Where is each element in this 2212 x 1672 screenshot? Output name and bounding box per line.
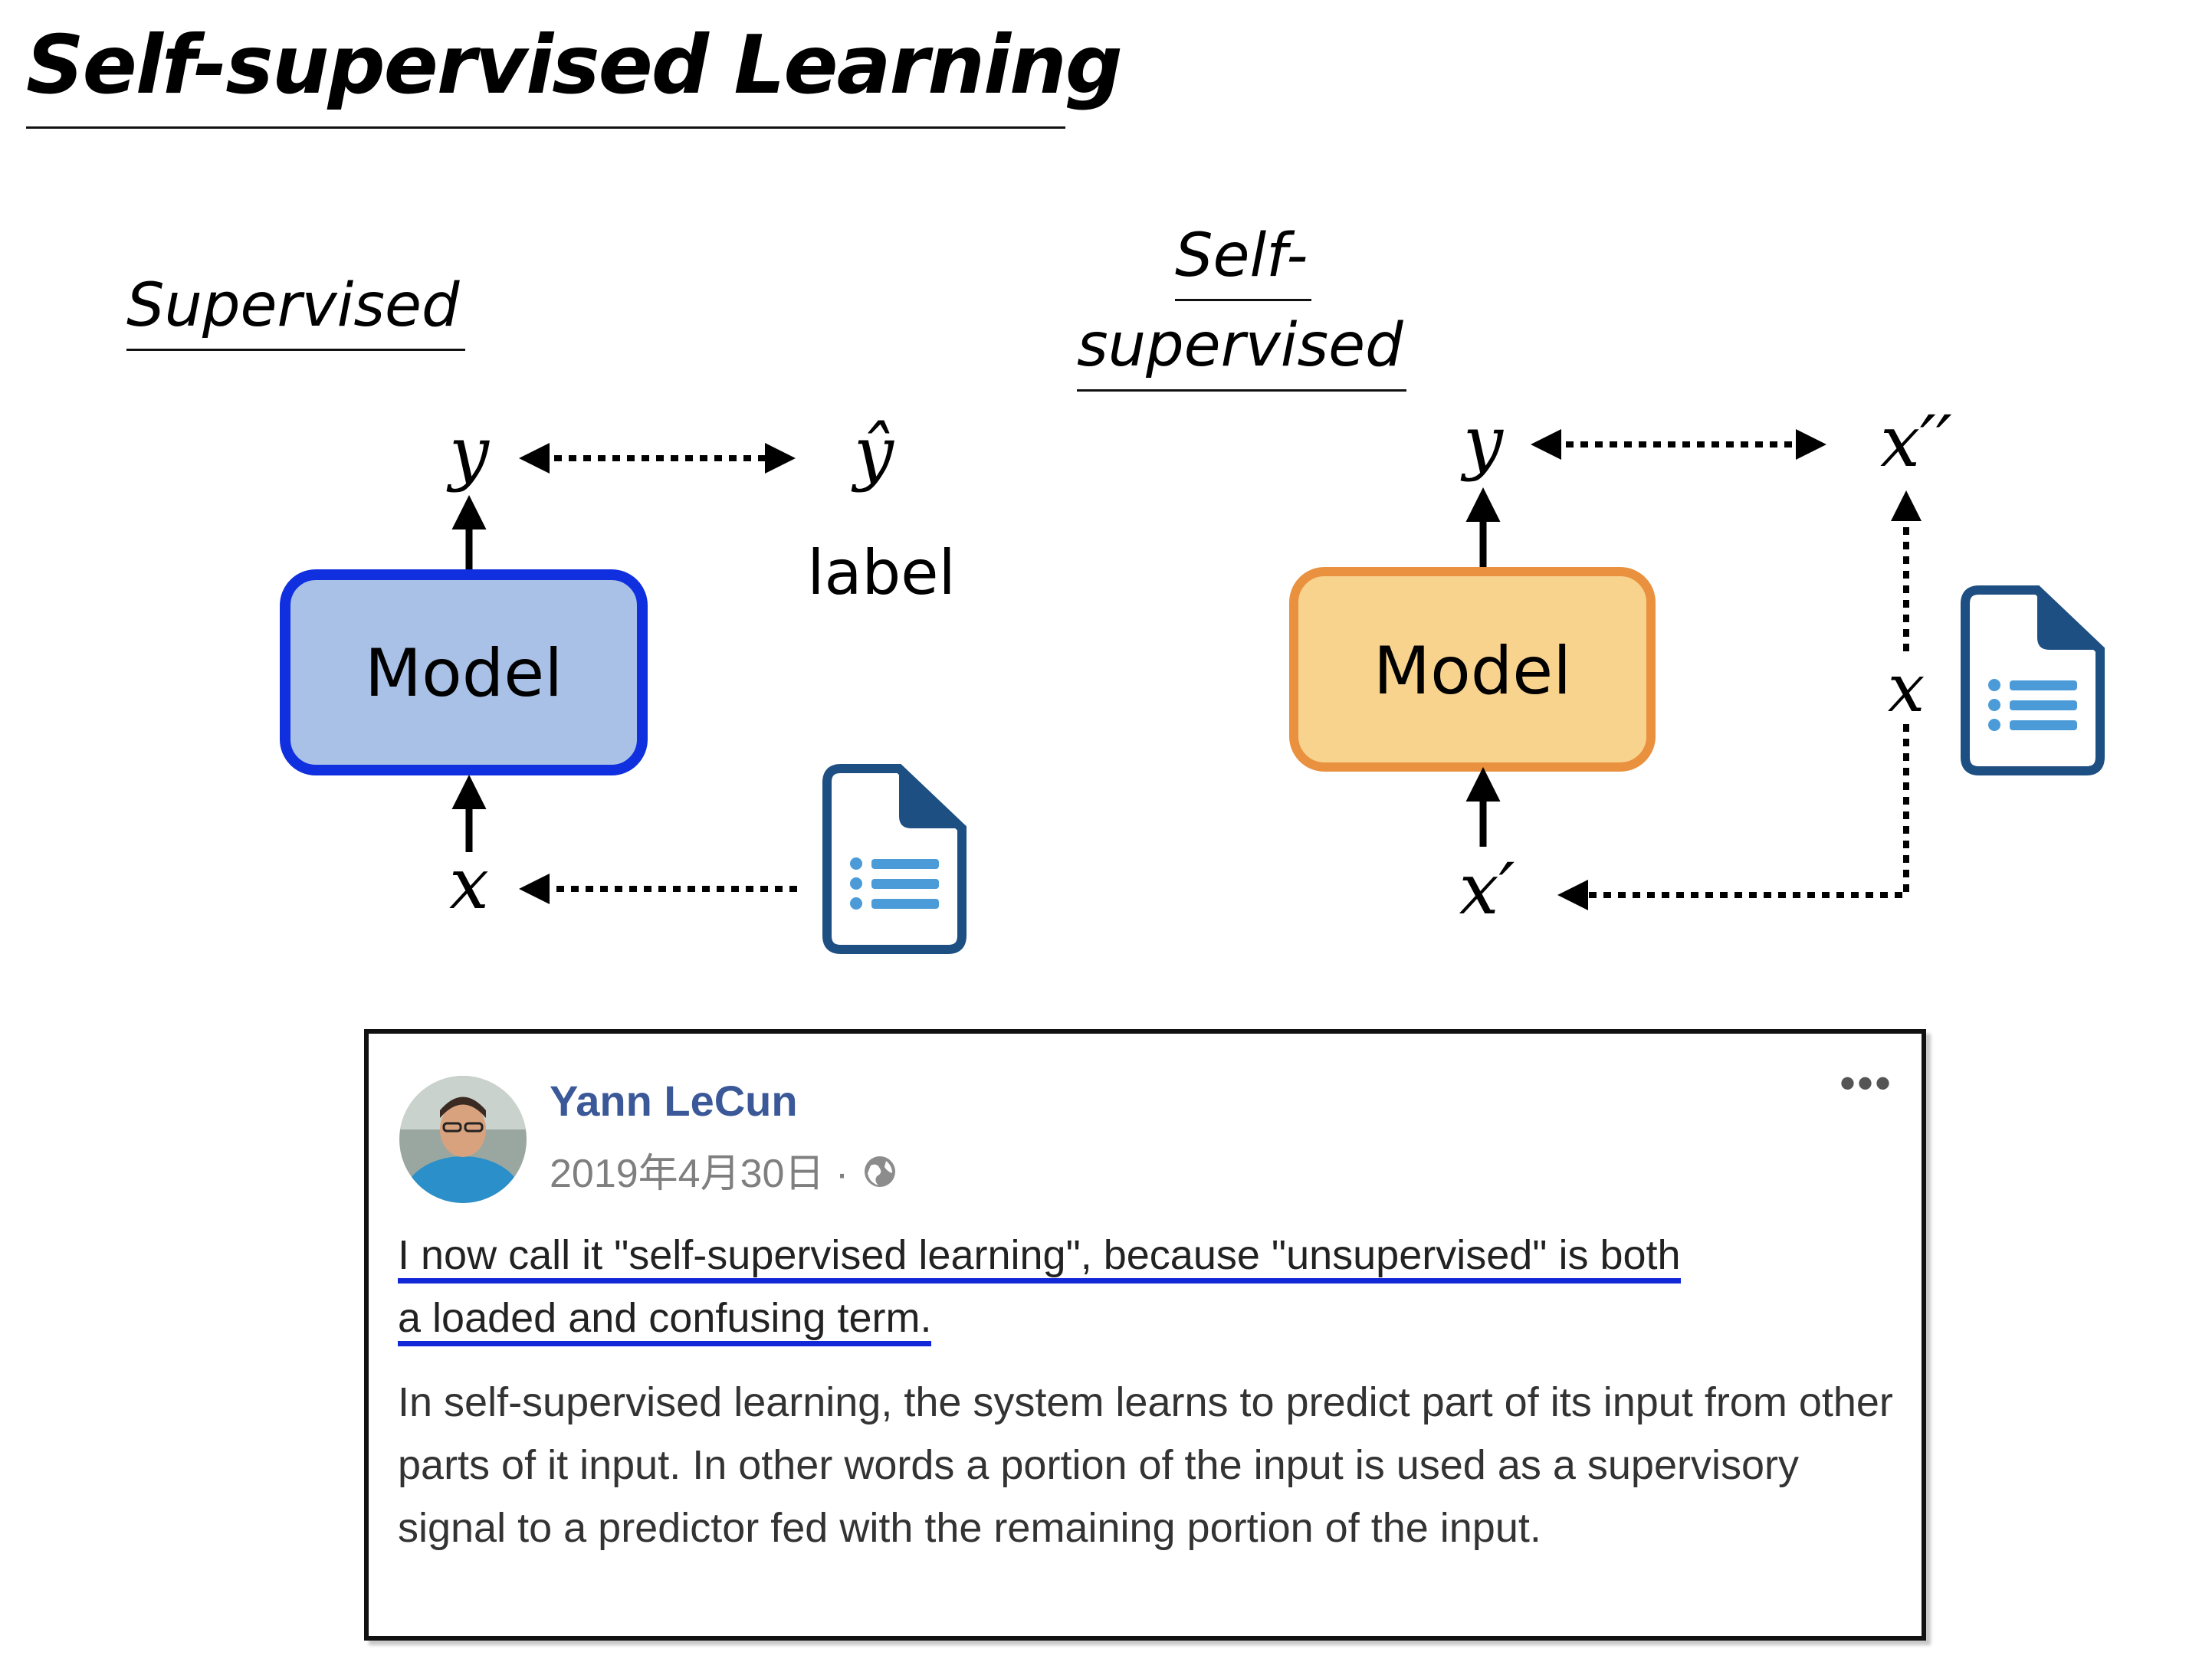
- title-underline: [26, 126, 1065, 129]
- supervised-diagram: y Model x ŷ label: [280, 411, 967, 954]
- supervised-heading-underline: [126, 349, 465, 351]
- post-date-line: 2019年4月30日 ·: [550, 1141, 900, 1202]
- document-icon: [822, 764, 967, 954]
- diagram: y Model x ŷ label y Model x′ x′′ x: [280, 401, 2105, 954]
- supervised-output-y: y: [446, 411, 490, 493]
- post-highlighted-quote: I now call it "self-supervised learning"…: [398, 1224, 1900, 1349]
- post-body: In self-supervised learning, the system …: [398, 1379, 1893, 1551]
- supervised-input-x: x: [449, 843, 489, 925]
- more-options-icon[interactable]: •••: [1839, 1057, 1892, 1109]
- quote-line-1: I now call it "self-supervised learning"…: [398, 1232, 1681, 1284]
- self-split-arrow-down: [1557, 724, 1909, 910]
- self-output-y: y: [1460, 401, 1504, 483]
- avatar[interactable]: [399, 1076, 527, 1203]
- self-supervised-diagram: y Model x′ x′′ x: [1289, 401, 2105, 930]
- facebook-post-card: Yann LeCun 2019年4月30日 · ••• I now call i…: [364, 1029, 1926, 1641]
- quote-line-2: a loaded and confusing term.: [398, 1295, 932, 1346]
- supervised-heading: Supervised: [126, 271, 460, 340]
- supervised-model-label: Model: [365, 635, 563, 712]
- post-author[interactable]: Yann LeCun: [550, 1077, 798, 1125]
- post-date[interactable]: 2019年4月30日 ·: [550, 1152, 849, 1196]
- self-input-x-prime: x′: [1459, 848, 1515, 930]
- supervised-label-y-hat: ŷ: [851, 411, 894, 493]
- supervised-model-box: [280, 569, 648, 775]
- self-source-x: x: [1888, 651, 1925, 727]
- self-model-label: Model: [1373, 633, 1571, 710]
- self-supervised-heading-line2: supervised: [1077, 311, 1403, 380]
- self-supervised-heading-line1: Self-: [1175, 221, 1308, 290]
- self-heading-underline-2: [1077, 389, 1406, 392]
- self-heading-underline-1: [1175, 299, 1311, 301]
- globe-icon: [860, 1152, 900, 1202]
- slide-title: Self-supervised Learning: [26, 18, 1123, 112]
- supervised-label-text: label: [807, 537, 955, 608]
- self-target-x-double-prime: x′′: [1880, 401, 1952, 483]
- document-icon: [1961, 585, 2105, 775]
